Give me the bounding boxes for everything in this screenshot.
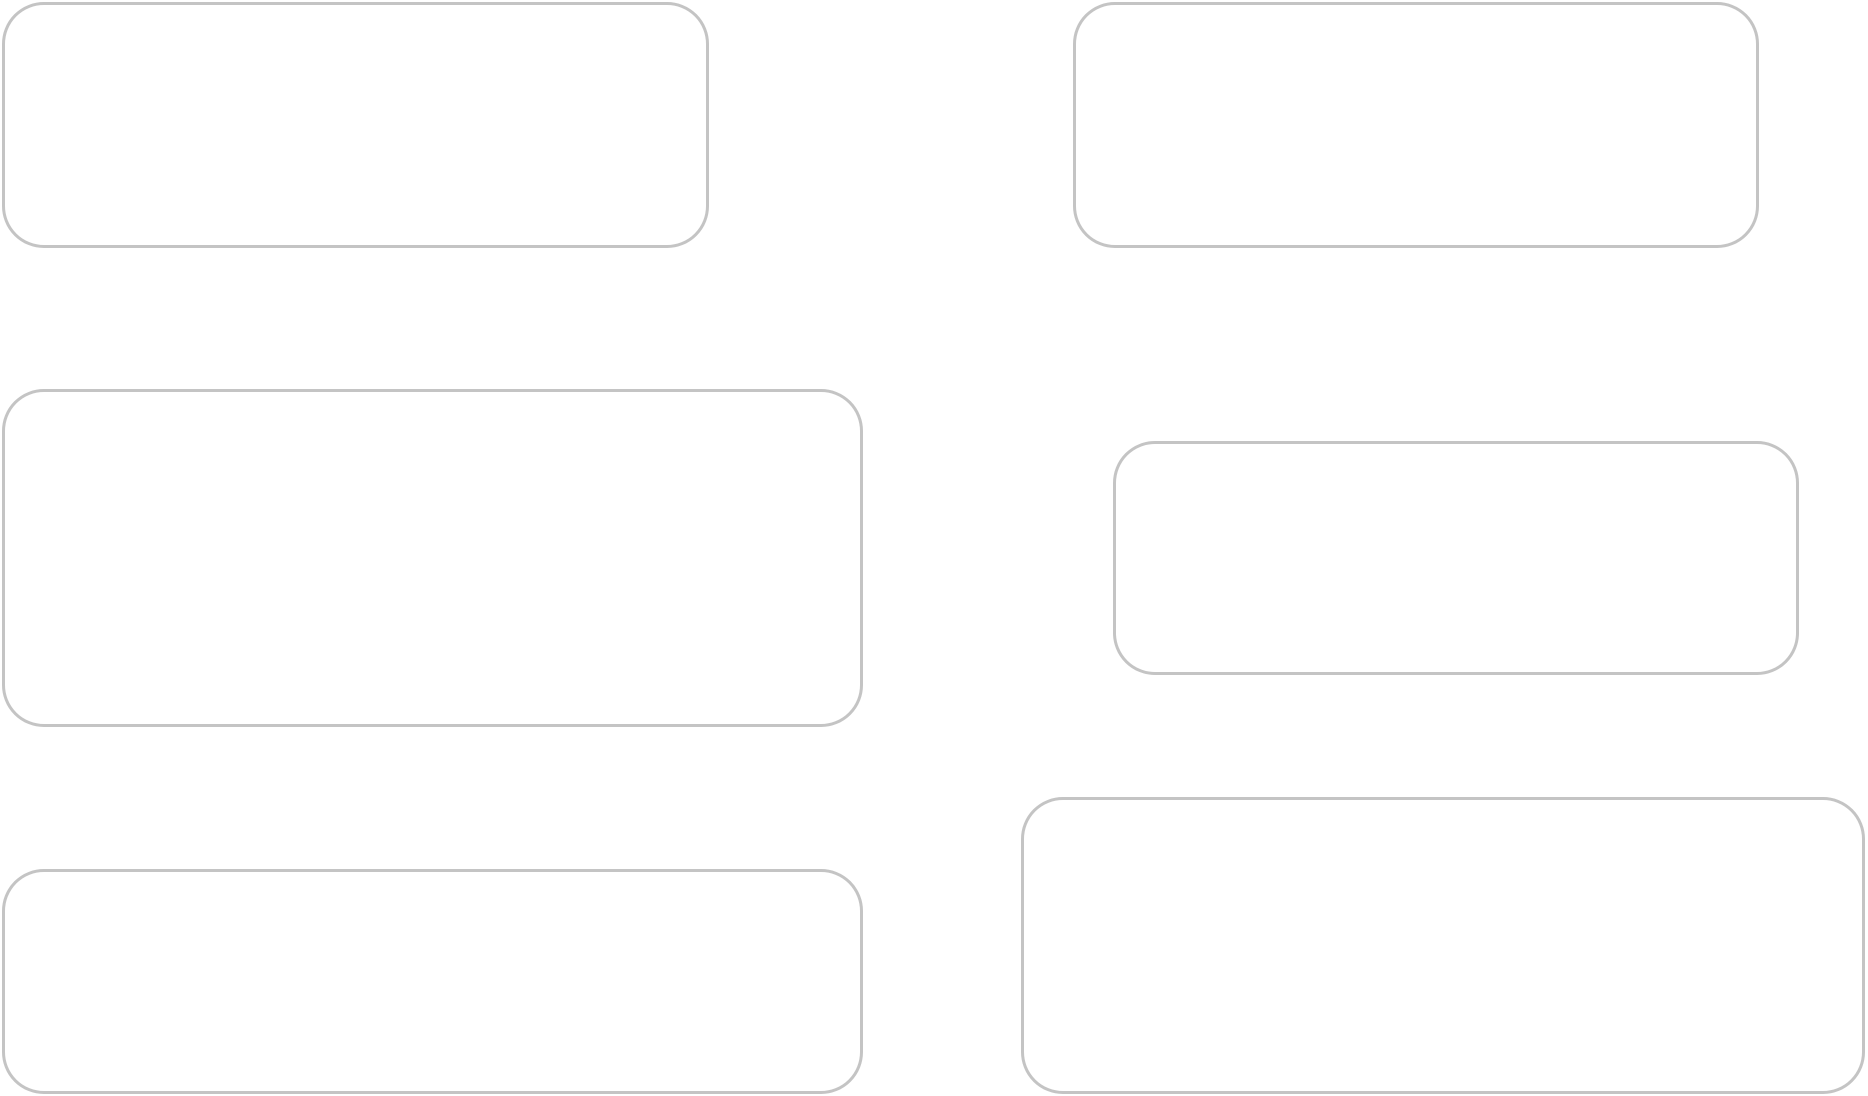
process-box-mid-left[interactable] [2, 389, 863, 727]
process-box-top-left[interactable] [2, 2, 709, 248]
process-box-bottom-right[interactable] [1021, 797, 1865, 1094]
process-box-mid-right[interactable] [1113, 441, 1799, 675]
process-box-bottom-left[interactable] [2, 869, 863, 1094]
process-box-top-right[interactable] [1073, 2, 1759, 248]
